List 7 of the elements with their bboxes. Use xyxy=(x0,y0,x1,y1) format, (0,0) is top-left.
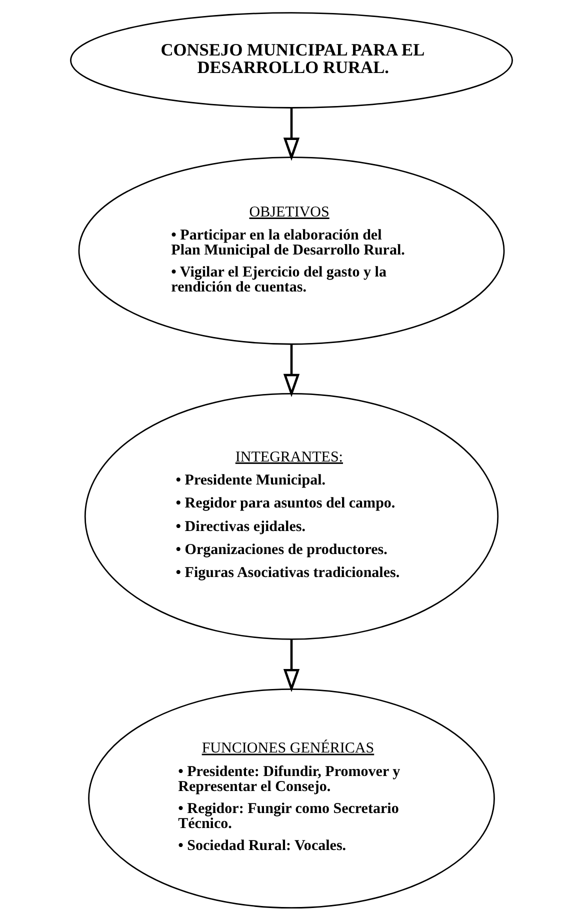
arrow xyxy=(283,108,300,161)
arrow xyxy=(283,344,300,398)
node-ellipse: INTEGRANTES: • Presidente Municipal. • Regidor para asuntos del campo. • Directivas ejidales. • Organizaciones de productores. • Figuras Asociativas tradicionales. xyxy=(84,392,499,640)
arrow xyxy=(283,640,300,692)
node-ellipse: CONSEJO MUNICIPAL PARA EL DESARROLLO RURAL. xyxy=(70,12,513,108)
node-ellipse: OBJETIVOS • Participar en la elaboración del Plan Municipal de Desarrollo Rural. • Vigilar el Ejercicio del gasto y la rendición de cuentas. xyxy=(78,156,505,345)
node-ellipse: FUNCIONES GENÉRICAS • Presidente: Difundir, Promover y Representar el Consejo. • Regidor: Fungir como Secretario Técnico. • Sociedad Rural: Vocales. xyxy=(88,688,495,909)
